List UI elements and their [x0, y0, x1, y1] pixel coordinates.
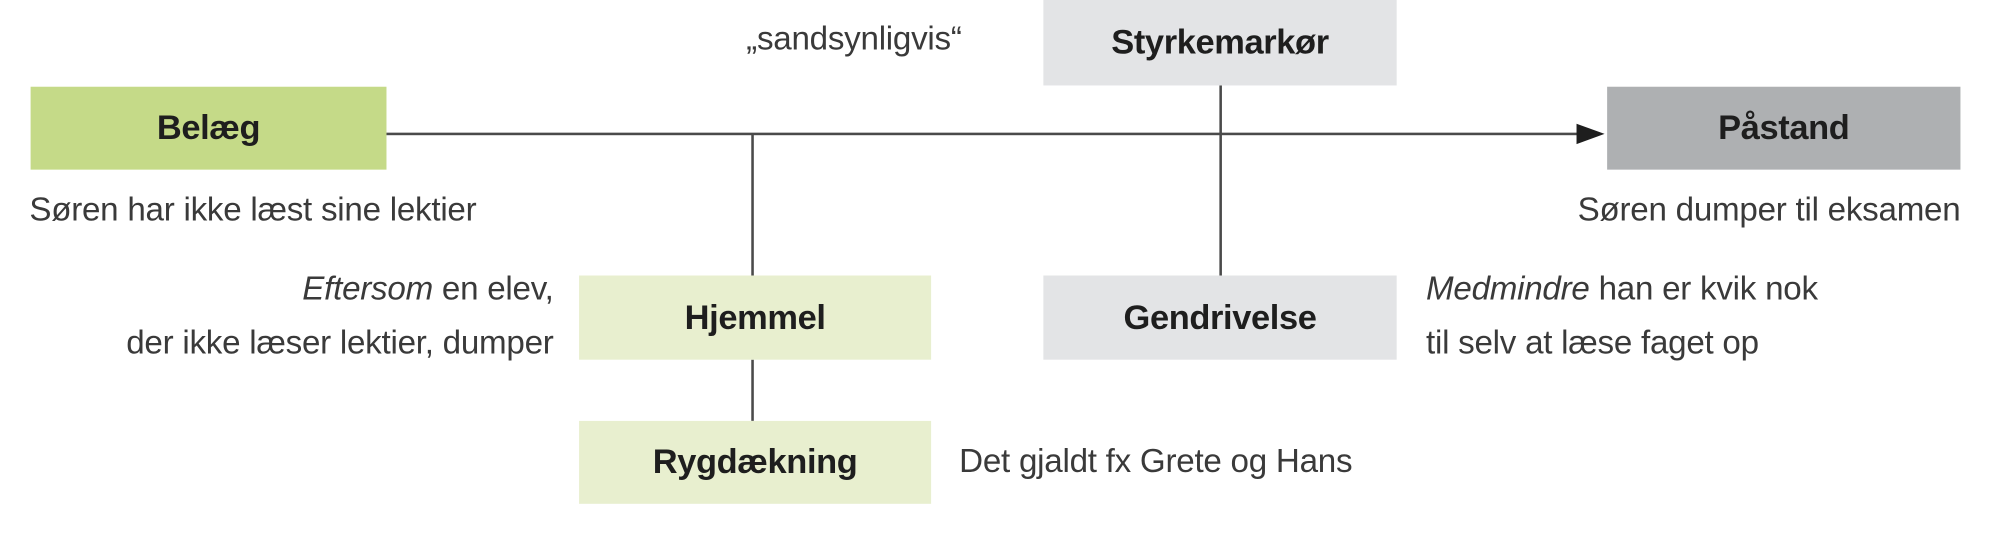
hjemmel-example-italic: Eftersom: [302, 269, 433, 308]
arrowhead-icon: [1576, 123, 1605, 145]
paastand-example: Søren dumper til eksamen: [1577, 190, 1961, 229]
styrkemarkoer-example: „sandsynligvis“: [746, 19, 962, 58]
gendrivelse-example-italic: Medmindre: [1426, 269, 1590, 308]
styrkemarkoer-label: Styrkemarkør: [1111, 22, 1329, 62]
hjemmel-example-line1-rest: en elev,: [432, 269, 554, 308]
styrkemarkoer-box: Styrkemarkør: [1043, 0, 1397, 86]
gendrivelse-example-line1-rest: han er kvik nok: [1589, 269, 1818, 308]
rygdaekning-label: Rygdækning: [652, 442, 858, 481]
gendrivelse-example-line2: til selv at læse faget op: [1426, 322, 1759, 361]
rygdaekning-example: Det gjaldt fx Grete og Hans: [959, 441, 1353, 480]
hjemmel-label: Hjemmel: [684, 297, 826, 337]
hjemmel-example-line1: Eftersom en elev,: [126, 261, 554, 315]
hjemmel-connector: [751, 133, 754, 276]
belaeg-example: Søren har ikke læst sine lektier: [29, 190, 477, 229]
hjemmel-example-line2: der ikke læser lektier, dumper: [126, 322, 554, 361]
styrkemarkoer-gendrivelse-connector: [1219, 85, 1222, 276]
rygdaekning-connector: [751, 359, 754, 421]
belaeg-box: Belæg: [30, 86, 387, 170]
rygdaekning-box: Rygdækning: [579, 420, 932, 504]
paastand-box: Påstand: [1607, 86, 1961, 170]
hjemmel-box: Hjemmel: [579, 275, 932, 360]
gendrivelse-example-line1: Medmindre han er kvik nok: [1426, 261, 1818, 315]
belaeg-label: Belæg: [156, 108, 261, 147]
main-arrow-line: [386, 132, 1580, 136]
paastand-label: Påstand: [1718, 108, 1850, 147]
gendrivelse-box: Gendrivelse: [1043, 275, 1397, 360]
hjemmel-example: Eftersom en elev, der ikke læser lektier…: [126, 261, 554, 368]
gendrivelse-label: Gendrivelse: [1123, 297, 1317, 337]
gendrivelse-example: Medmindre han er kvik nok til selv at læ…: [1426, 261, 1818, 368]
